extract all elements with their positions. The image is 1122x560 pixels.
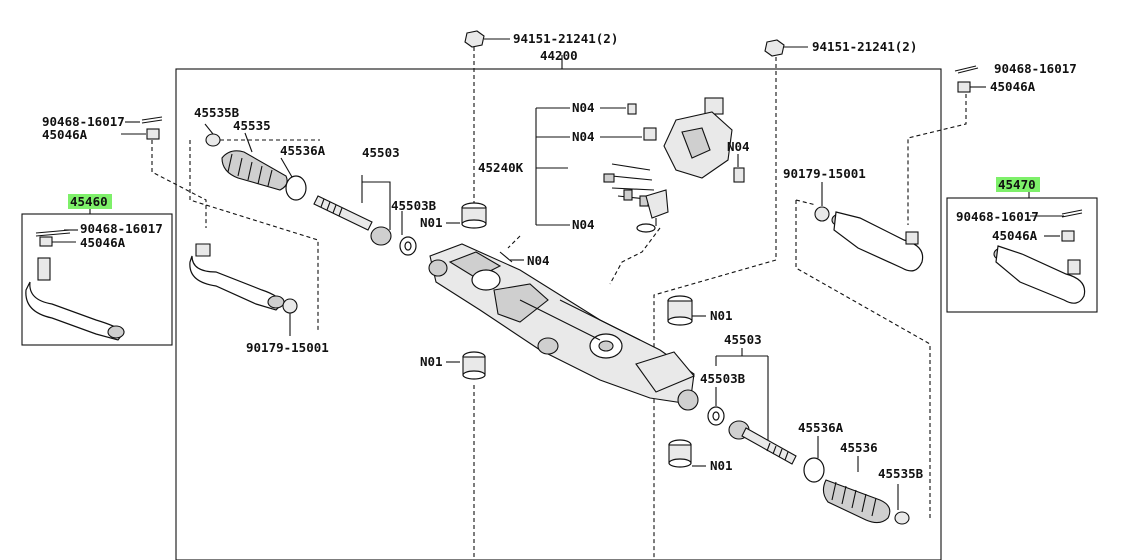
label-top-bolt-left: 94151-21241(2) bbox=[513, 31, 618, 46]
label-clamp-left: 45535B bbox=[194, 105, 240, 120]
label-n04-d: N04 bbox=[572, 217, 595, 232]
label-nut-left-box: 45046A bbox=[80, 235, 126, 250]
label-bush-top: N01 bbox=[420, 215, 443, 230]
label-pin-left-box: 90468-16017 bbox=[80, 221, 163, 236]
label-band-right: 45536A bbox=[798, 420, 844, 435]
label-washer-left: 45503B bbox=[391, 198, 437, 213]
assembly-frame bbox=[175, 68, 942, 560]
highlight-45470 bbox=[996, 177, 1040, 192]
right-box-tie-rod-end bbox=[993, 245, 1086, 304]
bushing-top bbox=[461, 202, 487, 229]
left-box-tie-rod-end bbox=[25, 257, 125, 341]
label-n04-a: N04 bbox=[572, 100, 595, 115]
label-n04-c: N04 bbox=[727, 139, 750, 154]
label-bush-right-upper: N01 bbox=[710, 308, 733, 323]
control-valve bbox=[603, 97, 745, 233]
bushing-right-upper bbox=[667, 295, 693, 326]
left-tie-rod-end bbox=[189, 243, 285, 311]
bushing-right-lower bbox=[668, 439, 692, 468]
label-clamp-right: 45535B bbox=[878, 466, 924, 481]
label-pin-left-top: 90468-16017 bbox=[42, 114, 125, 129]
label-n04-b: N04 bbox=[572, 129, 595, 144]
label-bush-left-lower: N01 bbox=[420, 354, 443, 369]
label-boot-left: 45535 bbox=[233, 118, 271, 133]
label-grease-right: 90179-15001 bbox=[783, 166, 866, 181]
label-valve: 45240K bbox=[478, 160, 524, 175]
label-boot-right: 45536 bbox=[840, 440, 878, 455]
left-end-box bbox=[21, 213, 173, 346]
label-nut-right-box: 45046A bbox=[992, 228, 1038, 243]
label-grease-left: 90179-15001 bbox=[246, 340, 329, 355]
left-inner-rod bbox=[313, 195, 392, 246]
left-boot bbox=[221, 150, 288, 191]
label-end-left-box: 45460 bbox=[70, 194, 108, 209]
label-end-right-box: 45470 bbox=[998, 177, 1036, 192]
label-rod-right: 45503 bbox=[724, 332, 762, 347]
highlight-45460 bbox=[68, 194, 112, 209]
label-top-bolt-right: 94151-21241(2) bbox=[812, 39, 917, 54]
label-nut-left-top: 45046A bbox=[42, 127, 88, 142]
label-pin-right-top: 90468-16017 bbox=[994, 61, 1077, 76]
label-n04-e: N04 bbox=[527, 253, 550, 268]
right-inner-rod bbox=[728, 420, 797, 465]
steering-gear-housing bbox=[428, 243, 699, 411]
top-bolt-left bbox=[464, 30, 510, 48]
label-nut-right-top: 45046A bbox=[990, 79, 1036, 94]
label-rod-left: 45503 bbox=[362, 145, 400, 160]
label-pin-right-box: 90468-16017 bbox=[956, 209, 1039, 224]
right-tie-rod-end bbox=[831, 211, 924, 272]
label-bush-right-lower: N01 bbox=[710, 458, 733, 473]
bushing-left-lower bbox=[462, 351, 486, 380]
label-assembly: 44200 bbox=[540, 48, 578, 63]
right-boot bbox=[822, 479, 891, 524]
top-bolt-right bbox=[764, 39, 808, 57]
label-band-left: 45536A bbox=[280, 143, 326, 158]
right-end-box bbox=[946, 197, 1098, 313]
label-washer-right: 45503B bbox=[700, 371, 746, 386]
